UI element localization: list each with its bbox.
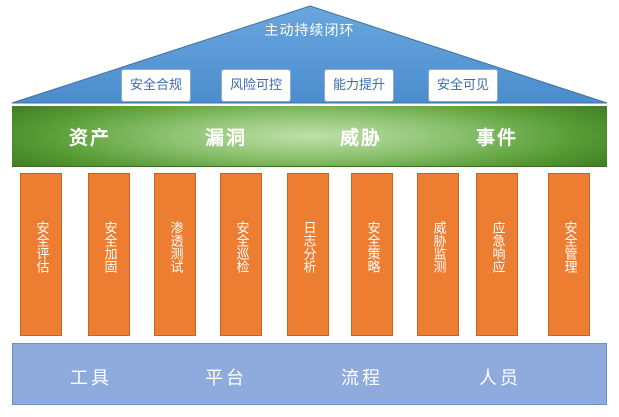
pillar-label: 安全加固 <box>101 221 117 273</box>
goal-risk-control: 风险可控 <box>221 69 291 102</box>
band-item-threats: 威胁 <box>340 127 383 149</box>
focus-band: 资产 漏洞 威胁 事件 <box>12 106 607 167</box>
base-item-platform: 平台 <box>205 368 247 389</box>
base-item-people: 人员 <box>479 368 521 389</box>
pillar-label: 渗透测试 <box>167 221 183 273</box>
pillar-hardening: 安全加固 <box>88 173 130 336</box>
pillar-incident-response: 应急响应 <box>476 173 518 336</box>
pillar-security-policy: 安全策略 <box>351 173 393 336</box>
goal-compliance: 安全合规 <box>121 69 191 102</box>
pillar-label: 威胁监测 <box>430 221 446 273</box>
pillar-label: 安全巡检 <box>233 221 249 273</box>
pillar-penetration-test: 渗透测试 <box>154 173 196 336</box>
band-item-vulnerabilities: 漏洞 <box>205 127 248 149</box>
pillar-inspection: 安全巡检 <box>220 173 262 336</box>
foundation-base: 工具 平台 流程 人员 <box>12 343 607 405</box>
pillar-label: 安全评估 <box>33 221 49 273</box>
pillar-log-analysis: 日志分析 <box>287 173 329 336</box>
pillar-threat-monitoring: 威胁监测 <box>417 173 459 336</box>
pillar-label: 安全策略 <box>364 221 380 273</box>
pillar-label: 日志分析 <box>300 221 316 273</box>
pillar-label: 应急响应 <box>489 221 505 273</box>
goal-visibility: 安全可见 <box>428 69 498 102</box>
band-item-assets: 资产 <box>69 127 112 149</box>
pillar-security-assessment: 安全评估 <box>20 173 62 336</box>
band-item-incidents: 事件 <box>476 127 519 149</box>
goal-capability: 能力提升 <box>324 69 394 102</box>
roof <box>11 5 608 104</box>
pillar-security-management: 安全管理 <box>548 173 590 336</box>
base-item-tools: 工具 <box>70 368 112 389</box>
base-item-process: 流程 <box>341 368 383 389</box>
pillar-label: 安全管理 <box>561 221 577 273</box>
roof-title: 主动持续闭环 <box>264 23 355 39</box>
